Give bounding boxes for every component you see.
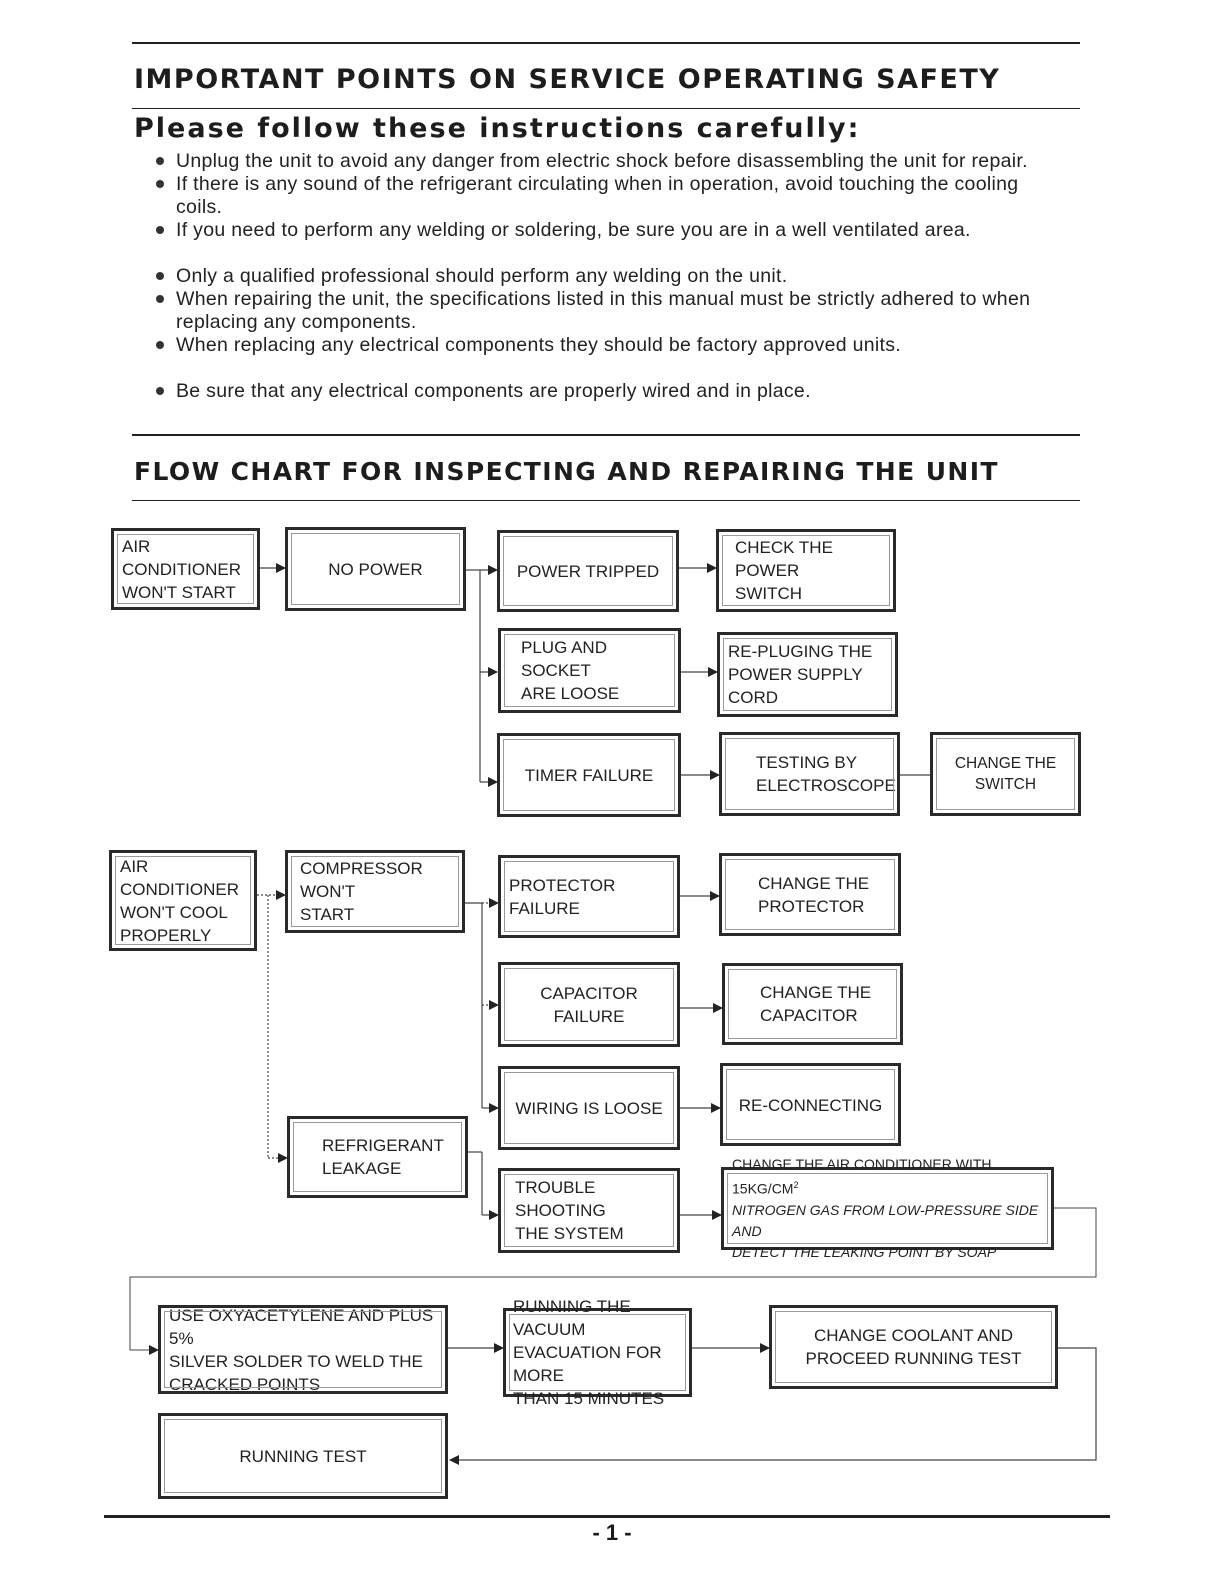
box-running-test: RUNNING TEST xyxy=(158,1413,448,1499)
bullet-icon xyxy=(156,226,164,234)
box-ac-wont-cool: AIR CONDITIONER WON'T COOL PROPERLY xyxy=(109,850,257,951)
title-rule xyxy=(132,108,1080,109)
safety-point: Unplug the unit to avoid any danger from… xyxy=(156,150,1056,173)
box-nitrogen-test: CHANGE THE AIR CONDITIONER WITH 15KG/CM2… xyxy=(721,1156,1054,1260)
box-power-tripped: POWER TRIPPED xyxy=(497,530,679,612)
bullet-icon xyxy=(156,295,164,303)
top-rule xyxy=(132,42,1080,44)
bullet-icon xyxy=(156,272,164,280)
connector-coolant-to-runningtest xyxy=(449,1347,1097,1465)
bullet-icon xyxy=(156,341,164,349)
box-change-protector: CHANGE THE PROTECTOR xyxy=(719,853,901,936)
box-protector-failure: PROTECTOR FAILURE xyxy=(498,855,680,938)
footer-rule xyxy=(104,1515,1110,1518)
box-wiring-loose: WIRING IS LOOSE xyxy=(498,1066,680,1150)
safety-point: Only a qualified professional should per… xyxy=(156,265,1056,288)
box-weld-cracks: USE OXYACETYLENE AND PLUS 5% SILVER SOLD… xyxy=(158,1305,448,1394)
flowchart-title: FLOW CHART FOR INSPECTING AND REPAIRING … xyxy=(134,457,999,486)
box-ac-wont-start: AIR CONDITIONER WON'T START xyxy=(111,528,260,610)
box-timer-failure: TIMER FAILURE xyxy=(497,733,681,817)
box-reconnecting: RE-CONNECTING xyxy=(720,1063,901,1146)
safety-point: When repairing the unit, the specificati… xyxy=(156,288,1056,334)
bullet-icon xyxy=(156,180,164,188)
safety-point: If there is any sound of the refrigerant… xyxy=(156,173,1056,219)
safety-points-list: Unplug the unit to avoid any danger from… xyxy=(156,150,1056,403)
box-testing-electroscope: TESTING BY ELECTROSCOPE xyxy=(719,732,900,816)
page-number: - 1 - xyxy=(592,1520,632,1545)
box-vacuum-evacuation: RUNNING THE VACUUM EVACUATION FOR MORE T… xyxy=(503,1297,692,1408)
connector-nitrogen-wrap xyxy=(129,1207,1097,1355)
bullet-icon xyxy=(156,157,164,165)
box-change-switch: CHANGE THE SWITCH xyxy=(930,732,1081,816)
box-change-capacitor: CHANGE THE CAPACITOR xyxy=(722,963,903,1045)
bullet-icon xyxy=(156,387,164,395)
safety-point: Be sure that any electrical components a… xyxy=(156,380,1056,403)
box-plug-socket-loose: PLUG AND SOCKET ARE LOOSE xyxy=(498,628,681,713)
safety-title: IMPORTANT POINTS ON SERVICE OPERATING SA… xyxy=(134,64,1001,95)
flowchart-title-rule xyxy=(132,500,1080,501)
box-compressor-wont-start: COMPRESSOR WON'T START xyxy=(285,850,465,933)
section-rule xyxy=(132,434,1080,436)
box-troubleshoot-system: TROUBLE SHOOTING THE SYSTEM xyxy=(498,1168,680,1253)
safety-subtitle: Please follow these instructions careful… xyxy=(134,113,861,144)
box-capacitor-failure: CAPACITOR FAILURE xyxy=(498,962,680,1047)
box-change-coolant: CHANGE COOLANT AND PROCEED RUNNING TEST xyxy=(769,1305,1058,1389)
safety-point: When replacing any electrical components… xyxy=(156,334,1056,357)
box-no-power: NO POWER xyxy=(285,527,466,611)
box-refrigerant-leakage: REFRIGERANT LEAKAGE xyxy=(287,1116,468,1198)
safety-point: If you need to perform any welding or so… xyxy=(156,219,1056,242)
box-check-power-switch: CHECK THE POWER SWITCH xyxy=(716,529,896,612)
box-replug-cord: RE-PLUGING THE POWER SUPPLY CORD xyxy=(717,632,898,717)
